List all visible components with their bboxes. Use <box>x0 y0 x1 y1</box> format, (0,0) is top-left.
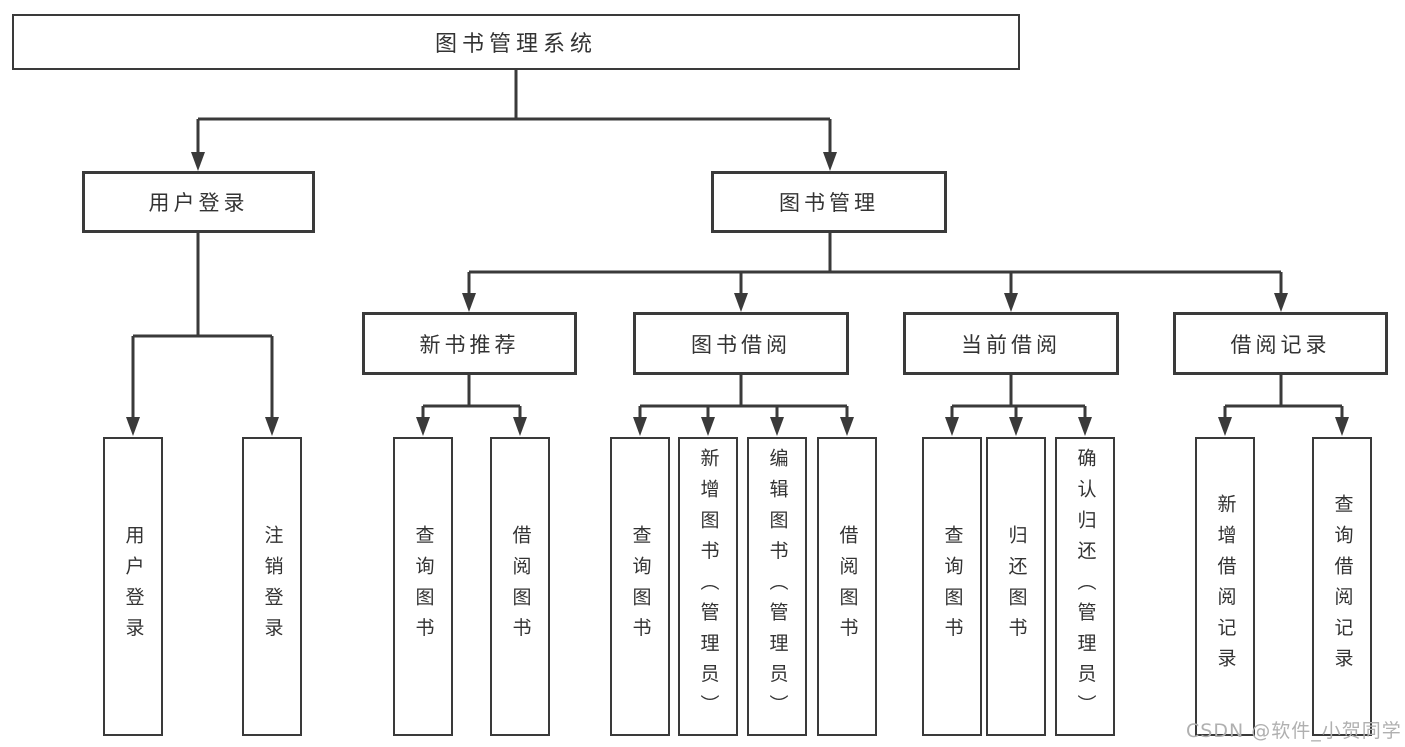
node-user-login: 用户登录 <box>82 171 315 233</box>
connector-user-login <box>131 233 274 418</box>
arrowheads <box>126 152 1349 436</box>
node-root: 图书管理系统 <box>12 14 1020 70</box>
leaf-logout: 注销登录 <box>242 437 302 736</box>
leaf-add-borrow-record: 新增借阅记录 <box>1195 437 1255 736</box>
leaf-add-books-admin: 新增图书（管理员） <box>678 437 738 736</box>
leaf-query-books-recommend: 查询图书 <box>393 437 453 736</box>
leaf-borrow-books-recommend: 借阅图书 <box>490 437 550 736</box>
leaf-query-borrow-record: 查询借阅记录 <box>1312 437 1372 736</box>
connector-root-trunk <box>196 70 832 153</box>
leaf-confirm-return-admin: 确认归还（管理员） <box>1055 437 1115 736</box>
leaf-user-login: 用户登录 <box>103 437 163 736</box>
connector-book-borrow <box>638 375 849 418</box>
leaf-borrow-books: 借阅图书 <box>817 437 877 736</box>
leaf-query-books-current: 查询图书 <box>922 437 982 736</box>
node-new-book-recommend: 新书推荐 <box>362 312 577 375</box>
node-current-borrow: 当前借阅 <box>903 312 1119 375</box>
node-borrow-records: 借阅记录 <box>1173 312 1388 375</box>
connector-new-book <box>421 375 522 418</box>
leaf-query-books-borrow: 查询图书 <box>610 437 670 736</box>
connector-book-mgmt <box>467 233 1283 294</box>
leaf-edit-books-admin: 编辑图书（管理员） <box>747 437 807 736</box>
csdn-watermark: CSDN @软件_小贺同学 <box>1186 720 1402 742</box>
connector-borrow-records <box>1223 375 1344 418</box>
node-book-management: 图书管理 <box>711 171 947 233</box>
node-book-borrow: 图书借阅 <box>633 312 849 375</box>
leaf-return-books: 归还图书 <box>986 437 1046 736</box>
connector-current-borrow <box>950 375 1087 418</box>
